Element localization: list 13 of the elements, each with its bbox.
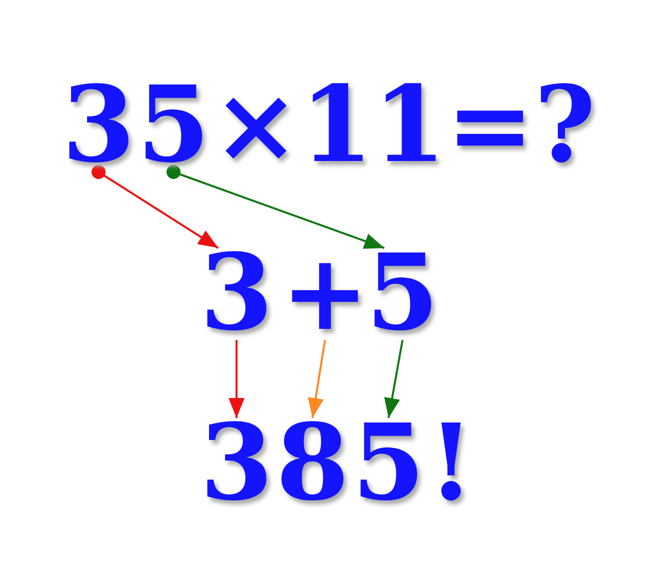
math-symbol: 3 — [200, 420, 274, 504]
math-symbol: 5 — [366, 250, 440, 334]
math-symbol: 5 — [352, 420, 426, 504]
arrow — [384, 340, 404, 418]
arrow — [308, 340, 326, 418]
math-symbol: 5 — [137, 82, 210, 166]
arrow — [228, 340, 245, 418]
math-symbol: + — [281, 250, 369, 334]
math-expression: ! — [428, 420, 474, 504]
math-symbol: 3 — [200, 250, 274, 334]
math-symbol: 3 — [62, 82, 136, 166]
math-expression: ×11=? — [212, 82, 596, 166]
math-symbol: 8 — [276, 420, 350, 504]
